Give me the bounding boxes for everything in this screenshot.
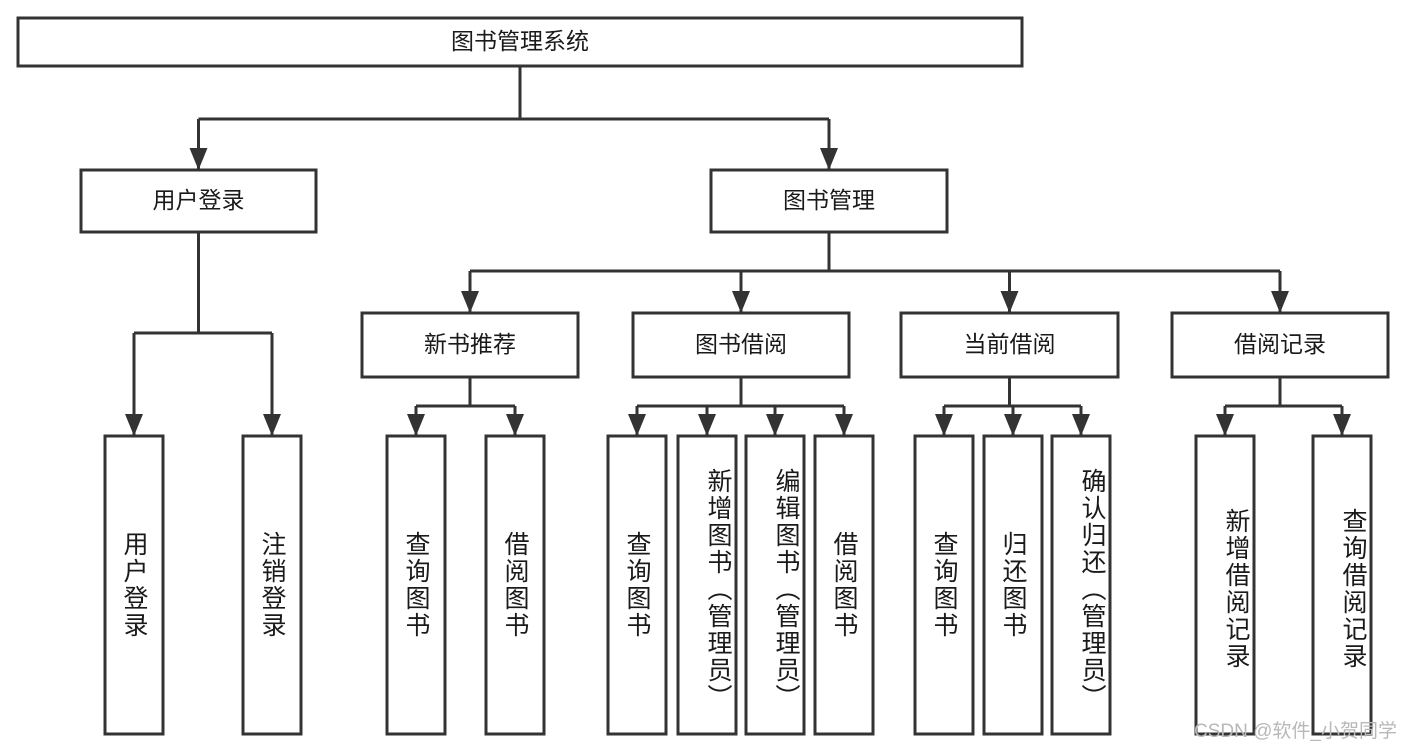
- node-leaf-current-1[interactable]: [913, 434, 975, 736]
- node-leaf-newbook-1[interactable]: [385, 434, 447, 736]
- arrow-head-icon: [1216, 414, 1234, 436]
- arrow-head-icon: [1004, 414, 1022, 436]
- arrow-head-icon: [935, 414, 953, 436]
- node-leaf-current-3[interactable]: [1050, 434, 1112, 736]
- node-leaf-borrow-2[interactable]: [676, 434, 738, 736]
- arrow-head-icon: [506, 414, 524, 436]
- node-level3-3[interactable]: [899, 311, 1120, 379]
- node-boxes: [16, 16, 1390, 736]
- arrow-head-icon: [835, 414, 853, 436]
- node-leaf-current-2[interactable]: [982, 434, 1044, 736]
- arrow-head-icon: [766, 414, 784, 436]
- arrow-head-icon: [125, 414, 143, 436]
- node-root[interactable]: [16, 16, 1024, 68]
- node-leaf-newbook-2[interactable]: [484, 434, 546, 736]
- arrow-head-icon: [1072, 414, 1090, 436]
- arrow-head-icon: [189, 148, 208, 170]
- arrow-head-icon: [698, 414, 716, 436]
- node-leaf-record-1[interactable]: [1194, 434, 1256, 736]
- arrow-head-icon: [461, 291, 479, 313]
- node-leaf-borrow-1[interactable]: [606, 434, 668, 736]
- arrow-head-icon: [407, 414, 425, 436]
- node-leaf-borrow-3[interactable]: [744, 434, 806, 736]
- node-leaf-record-2[interactable]: [1311, 434, 1373, 736]
- node-level2-2[interactable]: [709, 168, 949, 234]
- arrow-head-icon: [1000, 291, 1019, 313]
- arrow-head-icon: [1333, 414, 1351, 436]
- node-leaf-borrow-4[interactable]: [813, 434, 875, 736]
- arrow-head-icon: [820, 148, 838, 170]
- node-leaf-login-1[interactable]: [103, 434, 165, 736]
- arrow-head-icon: [263, 414, 281, 436]
- node-level3-2[interactable]: [631, 311, 851, 379]
- connector-edges: [125, 66, 1351, 436]
- arrow-head-icon: [628, 414, 646, 436]
- csdn-watermark: CSDN @软件_小贺同学: [1194, 721, 1397, 742]
- arrow-head-icon: [732, 291, 750, 313]
- node-level3-1[interactable]: [360, 311, 580, 379]
- arrow-head-icon: [1271, 291, 1289, 313]
- node-leaf-login-2[interactable]: [241, 434, 303, 736]
- node-level2-1[interactable]: [79, 168, 318, 234]
- node-level3-4[interactable]: [1170, 311, 1390, 379]
